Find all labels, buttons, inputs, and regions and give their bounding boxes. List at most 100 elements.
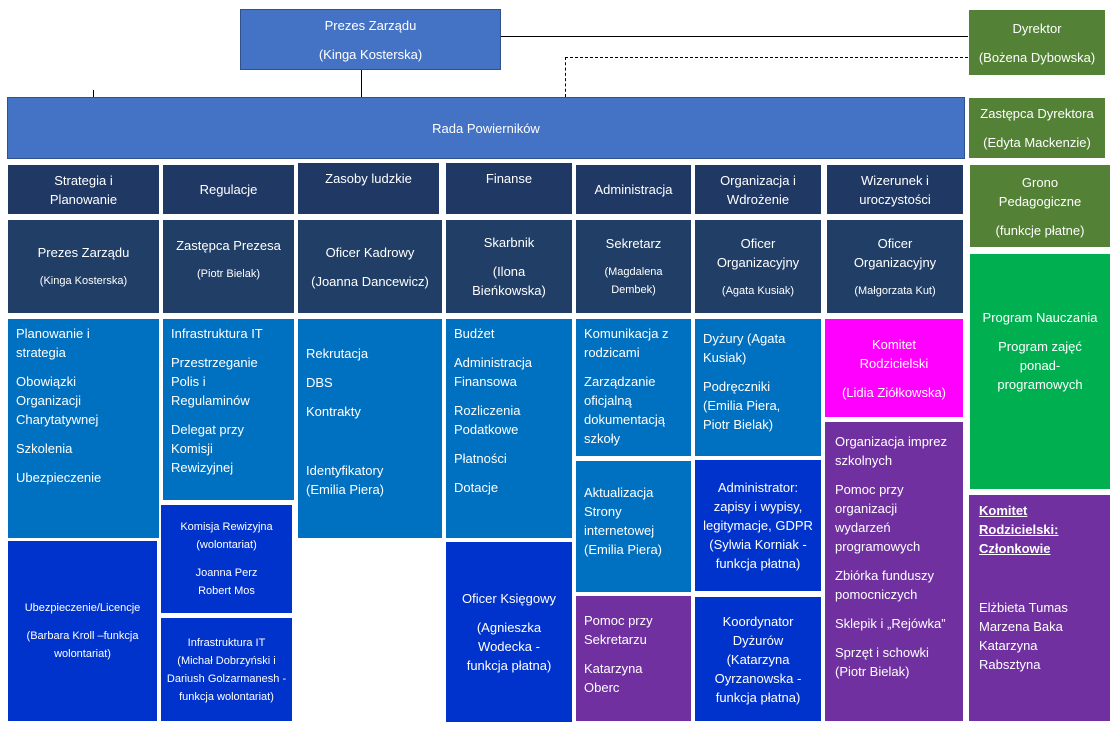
komitet-name: (Lidia Ziółkowska) bbox=[841, 384, 947, 400]
role-organizacyjny2-title: Oficer Organizacyjny bbox=[853, 235, 937, 270]
role-oficer-kadrowy: Oficer Kadrowy (Joanna Dancewicz) bbox=[297, 219, 443, 314]
infrastruktura-it-box: Infrastruktura IT (Michał Dobrzyński i D… bbox=[160, 617, 293, 722]
task-item: Pomoc przy organizacji wydarzeń programo… bbox=[835, 482, 921, 554]
task-item: Płatności bbox=[454, 451, 507, 466]
task-item: Obowiązki Organizacji Charytatywnej bbox=[16, 374, 99, 427]
ubezpieczenie-licencje-box: Ubezpieczenie/Licencje (Barbara Kroll –f… bbox=[7, 540, 158, 722]
tasks-administracja: Komunikacja z rodzicami Zarządzanie ofic… bbox=[575, 318, 692, 457]
komitet-member: Katarzyna Rabsztyna bbox=[979, 638, 1041, 672]
koordynator-name: (Katarzyna Oyrzanowska - funkcja płatna) bbox=[714, 651, 802, 705]
task-item: Sklepik i „Rejówka” bbox=[835, 616, 946, 631]
role-zastepca-name: (Piotr Bielak) bbox=[197, 268, 260, 280]
task-item: Dotacje bbox=[454, 480, 499, 495]
grono-title: Grono Pedagogiczne bbox=[998, 174, 1082, 209]
task-item: Identyfikatory (Emilia Piera) bbox=[306, 463, 385, 497]
connector-dashed-vertical bbox=[565, 57, 566, 97]
task-item: Rozliczenia Podatkowe bbox=[454, 403, 521, 437]
task-item: Podręczniki (Emilia Piera, Piotr Bielak) bbox=[703, 379, 781, 432]
role-oficer-organizacyjny-2: Oficer Organizacyjny (Małgorzata Kut) bbox=[826, 219, 964, 314]
task-item: Kontrakty bbox=[306, 404, 361, 419]
task-item: Administracja Finansowa bbox=[454, 355, 533, 389]
role-skarbnik-name: (Ilona Bieńkowska) bbox=[472, 264, 546, 298]
rada-powiernikow-box: Rada Powierników bbox=[7, 97, 965, 159]
komitet-czlonkowie-title: Komitet Rodzicielski: Członkowie bbox=[979, 503, 1059, 556]
tasks-organizacja: Dyżury (Agata Kusiak) Podręczniki (Emili… bbox=[694, 318, 822, 457]
dept-zasoby: Zasoby ludzkie bbox=[297, 162, 440, 215]
role-skarbnik: Skarbnik (Ilona Bieńkowska) bbox=[445, 219, 573, 314]
grono-sub: (funkcje płatne) bbox=[995, 222, 1085, 238]
strona-text: Aktualizacja Strony internetowej (Emilia… bbox=[584, 485, 663, 557]
tasks-wizerunek: Organizacja imprez szkolnych Pomoc przy … bbox=[824, 421, 964, 722]
dyrektor-title: Dyrektor bbox=[1012, 20, 1062, 36]
komitet-member: Elżbieta Tumas bbox=[979, 600, 1068, 615]
ksiegowy-title: Oficer Księgowy bbox=[462, 591, 556, 606]
komitet-member: Marzena Baka bbox=[979, 619, 1063, 634]
task-item: Infrastruktura IT bbox=[171, 326, 263, 341]
pomoc-sekretarza-name: Katarzyna Oberc bbox=[584, 661, 643, 695]
dept-administracja-label: Administracja bbox=[594, 182, 673, 197]
program-nauczania-box: Program Nauczania Program zajęć ponad-pr… bbox=[969, 253, 1111, 490]
task-item: Dyżury (Agata Kusiak) bbox=[703, 331, 786, 365]
task-item: Szkolenia bbox=[16, 441, 73, 456]
task-item: Budżet bbox=[454, 326, 495, 341]
role-zastepca-prezesa: Zastępca Prezesa (Piotr Bielak) bbox=[162, 219, 295, 314]
grono-pedagogiczne-box: Grono Pedagogiczne (funkcje płatne) bbox=[969, 164, 1111, 248]
administrator-box: Administrator: zapisy i wypisy, legityma… bbox=[694, 459, 822, 592]
role-prezes-name: (Kinga Kosterska) bbox=[39, 275, 128, 287]
komisja-title: Komisja Rewizyjna (wolontariat) bbox=[180, 521, 273, 551]
komitet-rodzicielski-box: Komitet Rodzicielski (Lidia Ziółkowska) bbox=[824, 318, 964, 418]
komisja-member-2: Robert Mos bbox=[198, 585, 255, 597]
infra-names: (Michał Dobrzyński i Dariush Golzarmanes… bbox=[166, 654, 287, 703]
dept-wizerunek: Wizerunek i uroczystości bbox=[826, 164, 964, 215]
role-organizacyjny1-name: (Agata Kusiak) bbox=[721, 284, 795, 297]
role-oficer-organizacyjny-1: Oficer Organizacyjny (Agata Kusiak) bbox=[694, 219, 822, 314]
tasks-finanse: Budżet Administracja Finansowa Rozliczen… bbox=[445, 318, 573, 539]
administrator-title: Administrator: zapisy i wypisy, legityma… bbox=[703, 480, 813, 533]
dept-strategia-label: Strategia i Planowanie bbox=[49, 172, 118, 207]
zastepca-dyrektora-box: Zastępca Dyrektora (Edyta Mackenzie) bbox=[968, 97, 1106, 159]
task-item: DBS bbox=[306, 375, 333, 390]
connector-prezes-dyrektor bbox=[501, 36, 968, 37]
dept-administracja: Administracja bbox=[575, 164, 692, 215]
task-item: Ubezpieczenie bbox=[16, 470, 102, 485]
role-organizacyjny2-name: (Małgorzata Kut) bbox=[854, 284, 936, 297]
task-item: Komunikacja z rodzicami bbox=[584, 326, 669, 360]
dept-regulacje: Regulacje bbox=[162, 164, 295, 215]
connector-prezes-rada bbox=[361, 70, 362, 97]
connector-dashed-dyrektor-rada bbox=[565, 57, 968, 58]
role-kadrowy-name: (Joanna Dancewicz) bbox=[311, 273, 429, 289]
task-item: Zbiórka funduszy pomocniczych bbox=[835, 568, 934, 602]
dept-organizacja: Organizacja i Wdrożenie bbox=[694, 164, 822, 215]
program-ponadprogramowy-label: Program zajęć ponad-programowych bbox=[997, 339, 1083, 392]
tasks-kadry: Rekrutacja DBS Kontrakty Identyfikatory … bbox=[297, 318, 443, 539]
rada-powiernikow-label: Rada Powierników bbox=[432, 120, 540, 136]
dept-finanse: Finanse bbox=[445, 162, 573, 215]
dyrektor-name: (Bożena Dybowska) bbox=[978, 49, 1096, 65]
program-nauczania-label: Program Nauczania bbox=[982, 310, 1098, 325]
dept-organizacja-label: Organizacja i Wdrożenie bbox=[720, 172, 796, 207]
task-item: Przestrzeganie Polis i Regulaminów bbox=[171, 355, 258, 408]
task-item: Organizacja imprez szkolnych bbox=[835, 434, 947, 468]
tasks-regulacje: Infrastruktura IT Przestrzeganie Polis i… bbox=[162, 318, 295, 501]
komitet-czlonkowie-box: Komitet Rodzicielski: Członkowie Elżbiet… bbox=[968, 494, 1111, 722]
komisja-member-1: Joanna Perz bbox=[195, 567, 258, 579]
role-prezes-title: Prezes Zarządu bbox=[37, 245, 130, 260]
dyrektor-box: Dyrektor (Bożena Dybowska) bbox=[968, 9, 1106, 76]
pomoc-sekretarza-title: Pomoc przy Sekretarzu bbox=[584, 613, 653, 647]
infra-title: Infrastruktura IT bbox=[187, 636, 266, 649]
ubezpieczenie-title: Ubezpieczenie/Licencje bbox=[24, 602, 141, 614]
komisja-rewizyjna-box: Komisja Rewizyjna (wolontariat) Joanna P… bbox=[160, 504, 293, 614]
role-organizacyjny1-title: Oficer Organizacyjny bbox=[716, 235, 800, 270]
task-item: Delegat przy Komisji Rewizyjnej bbox=[171, 422, 244, 475]
prezes-zarzadu-name: (Kinga Kosterska) bbox=[318, 46, 423, 62]
zastepca-dyrektora-name: (Edyta Mackenzie) bbox=[983, 135, 1091, 150]
role-sekretarz-title: Sekretarz bbox=[605, 236, 662, 251]
komitet-title: Komitet Rodzicielski bbox=[859, 336, 929, 371]
role-kadrowy-title: Oficer Kadrowy bbox=[325, 244, 415, 260]
dept-finanse-label: Finanse bbox=[485, 171, 533, 186]
task-item: Sprzęt i schowki (Piotr Bielak) bbox=[835, 645, 929, 679]
role-prezes: Prezes Zarządu (Kinga Kosterska) bbox=[7, 219, 160, 314]
task-item: Planowanie i strategia bbox=[16, 326, 90, 360]
dept-strategia: Strategia i Planowanie bbox=[7, 164, 160, 215]
koordynator-title: Koordynator Dyżurów bbox=[722, 613, 794, 648]
